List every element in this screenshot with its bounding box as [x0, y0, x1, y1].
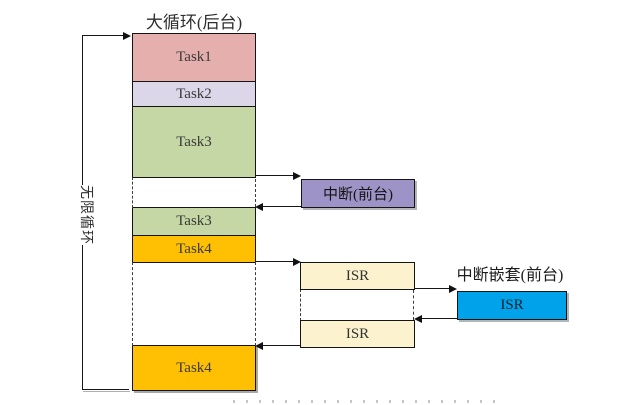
dashed-idle-line: [132, 262, 133, 346]
big-loop-title: 大循环(后台): [145, 13, 243, 32]
interrupt-foreground-box: 中断(前台): [301, 179, 415, 208]
loop-bracket-bottom-line: [82, 389, 129, 390]
arrow-return-from-interrupt-head-icon: [255, 202, 263, 211]
task4-box-resumed: Task4: [132, 345, 256, 391]
nested-isr-label: ISR: [500, 297, 524, 313]
task3-resumed-label: Task3: [176, 213, 212, 229]
arrow-return-to-task4-line: [262, 345, 300, 346]
dashed-idle-line: [300, 289, 301, 321]
arrow-to-isr1-line: [256, 261, 293, 262]
infinite-loop-label: 无限循环: [78, 185, 93, 245]
arrow-to-interrupt-line: [255, 175, 294, 176]
isr1-label: ISR: [345, 267, 370, 284]
interrupt-foreground-label: 中断(前台): [323, 187, 393, 203]
loop-bracket-vertical-lower: [82, 245, 83, 390]
arrow-return-to-task4-head-icon: [255, 341, 263, 350]
caption-clipped-fragment: [233, 400, 495, 403]
nested-isr-box: ISR: [457, 291, 567, 320]
dashed-idle-line: [132, 177, 133, 208]
arrow-to-nested-isr-line: [414, 288, 449, 289]
arrow-to-interrupt-head-icon: [293, 171, 301, 180]
arrow-return-from-interrupt-line: [262, 206, 301, 207]
loop-arrowhead-icon: [123, 31, 131, 40]
dashed-idle-line: [255, 179, 256, 207]
task1-box: Task1: [132, 33, 256, 82]
dashed-idle-line: [413, 290, 414, 320]
arrow-to-isr1-head-icon: [293, 257, 301, 266]
task2-box: Task2: [132, 81, 256, 107]
task3-upper-label: Task3: [176, 133, 212, 150]
isr2-label: ISR: [345, 325, 370, 342]
task4-upper-label: Task4: [176, 240, 212, 257]
dashed-idle-line: [255, 262, 256, 346]
task4-resumed-label: Task4: [176, 359, 212, 376]
loop-bracket-vertical-upper: [82, 35, 83, 185]
arrow-return-to-isr2-head-icon: [414, 314, 422, 323]
task1-label: Task1: [176, 49, 212, 65]
isr-box-1: ISR: [300, 262, 415, 290]
loop-bracket-top-line: [82, 35, 124, 36]
arrow-to-nested-isr-head-icon: [449, 284, 457, 293]
task3-box-resumed: Task3: [132, 207, 256, 236]
task4-box-upper: Task4: [132, 235, 256, 263]
task3-box-upper: Task3: [132, 106, 256, 178]
task2-label: Task2: [176, 85, 212, 102]
isr-box-2: ISR: [300, 320, 415, 348]
nested-interrupt-label: 中断嵌套(前台): [456, 267, 564, 284]
arrow-return-to-isr2-line: [421, 318, 457, 319]
